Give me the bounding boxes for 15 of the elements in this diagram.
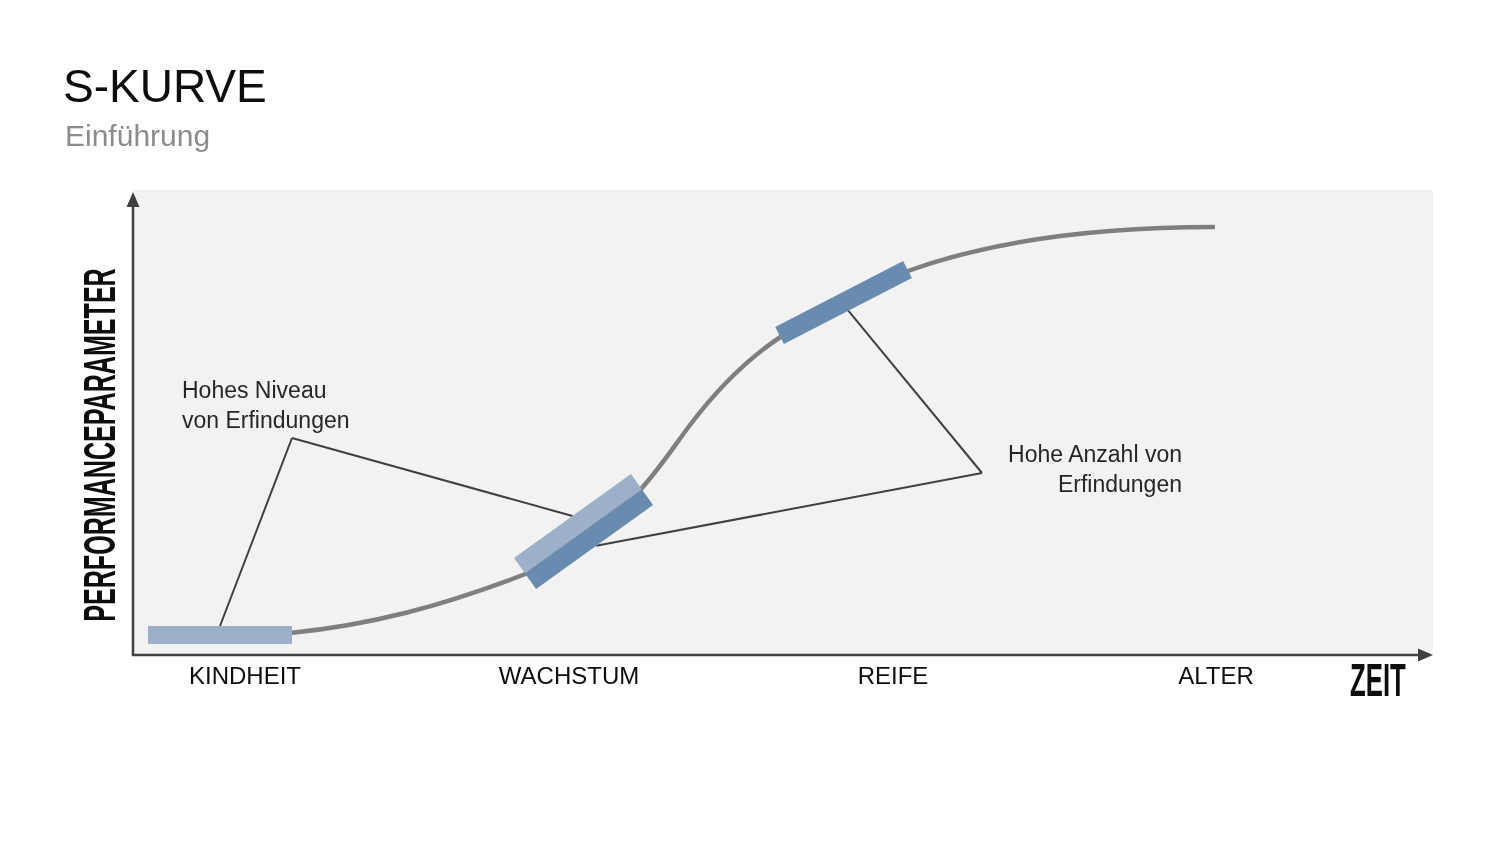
axis-title: ZEIT bbox=[1350, 657, 1406, 703]
callout-text: Hohe Anzahl von Erfindungen bbox=[982, 439, 1182, 500]
title: S-KURVE bbox=[63, 63, 267, 109]
leader-line bbox=[291, 437, 574, 517]
leader-line bbox=[219, 437, 293, 627]
callout-text: Hohes Niveau von Erfindungen bbox=[182, 375, 368, 438]
stage-label: ALTER bbox=[1178, 664, 1254, 688]
leader-line bbox=[595, 472, 983, 547]
stage-label: WACHSTUM bbox=[498, 664, 640, 688]
stage-label: KINDHEIT bbox=[189, 664, 301, 688]
leader-line bbox=[847, 309, 983, 474]
subtitle: Einführung bbox=[65, 118, 211, 154]
stage-label: REIFE bbox=[857, 664, 929, 688]
axis-title: PERFORMANCEPARAMETER bbox=[78, 268, 122, 622]
highlight-bar bbox=[148, 626, 292, 644]
